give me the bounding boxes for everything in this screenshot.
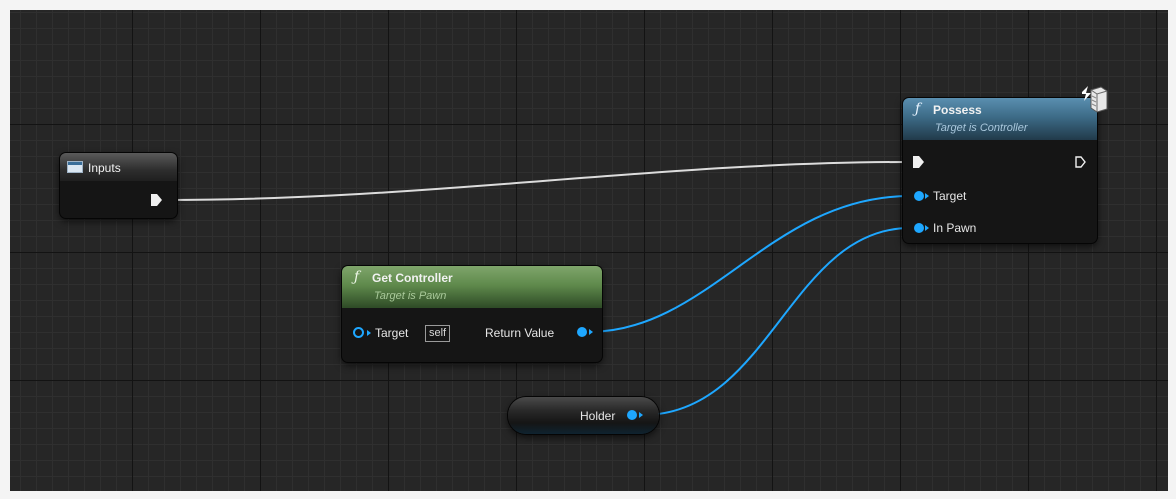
return-value-label: Return Value [485, 326, 555, 340]
possess-node-header[interactable]: ƒ Possess Target is Controller [903, 98, 1097, 140]
possess-node-title: Possess [933, 103, 982, 117]
inputs-node-header[interactable]: Inputs [60, 153, 177, 181]
event-window-icon [67, 161, 83, 173]
in-pawn-pin-arrow-icon [925, 225, 929, 231]
holder-arrow-icon [639, 412, 643, 418]
possess-target-label: Target [933, 189, 967, 203]
holder-output-pin[interactable] [627, 410, 637, 420]
return-value-output-pin[interactable] [577, 327, 587, 337]
get-controller-node-title: Get Controller [372, 271, 453, 285]
holder-variable-node[interactable]: Holder [508, 397, 659, 434]
target-pin-arrow-icon [925, 193, 929, 199]
function-icon: ƒ [354, 269, 360, 285]
data-wire-return-to-target[interactable] [587, 195, 911, 333]
possess-node[interactable]: ƒ Possess Target is Controller Target In… [903, 86, 1108, 243]
holder-label: Holder [580, 409, 616, 423]
possess-in-pawn-label: In Pawn [933, 221, 977, 235]
network-authority-icon [1082, 86, 1108, 113]
get-controller-target-pin[interactable] [353, 327, 364, 338]
exec-then-pin[interactable] [1075, 156, 1086, 168]
blueprint-graph-canvas[interactable]: Inputs ƒ Possess Target is Controller Ta… [10, 10, 1168, 491]
in-pawn-input-pin[interactable] [914, 223, 924, 233]
data-wire-holder-to-inpawn[interactable] [642, 227, 911, 416]
exec-in-pin[interactable] [913, 156, 924, 168]
target-input-pin[interactable] [914, 191, 924, 201]
get-controller-target-label: Target [375, 326, 409, 340]
possess-node-subtitle: Target is Controller [935, 122, 1028, 134]
exec-out-pin[interactable] [151, 194, 162, 206]
inputs-node-title: Inputs [88, 161, 121, 175]
get-controller-node-header[interactable]: ƒ Get Controller Target is Pawn [342, 266, 602, 308]
function-icon: ƒ [915, 101, 921, 117]
exec-wire[interactable] [165, 161, 908, 201]
return-value-arrow-icon [589, 329, 593, 335]
get-controller-node[interactable]: ƒ Get Controller Target is Pawn Target s… [342, 266, 602, 362]
get-controller-node-subtitle: Target is Pawn [374, 290, 447, 302]
inputs-node[interactable]: Inputs [60, 153, 177, 218]
get-controller-target-arrow-icon [367, 330, 371, 336]
target-self-default-field[interactable]: self [425, 325, 451, 342]
